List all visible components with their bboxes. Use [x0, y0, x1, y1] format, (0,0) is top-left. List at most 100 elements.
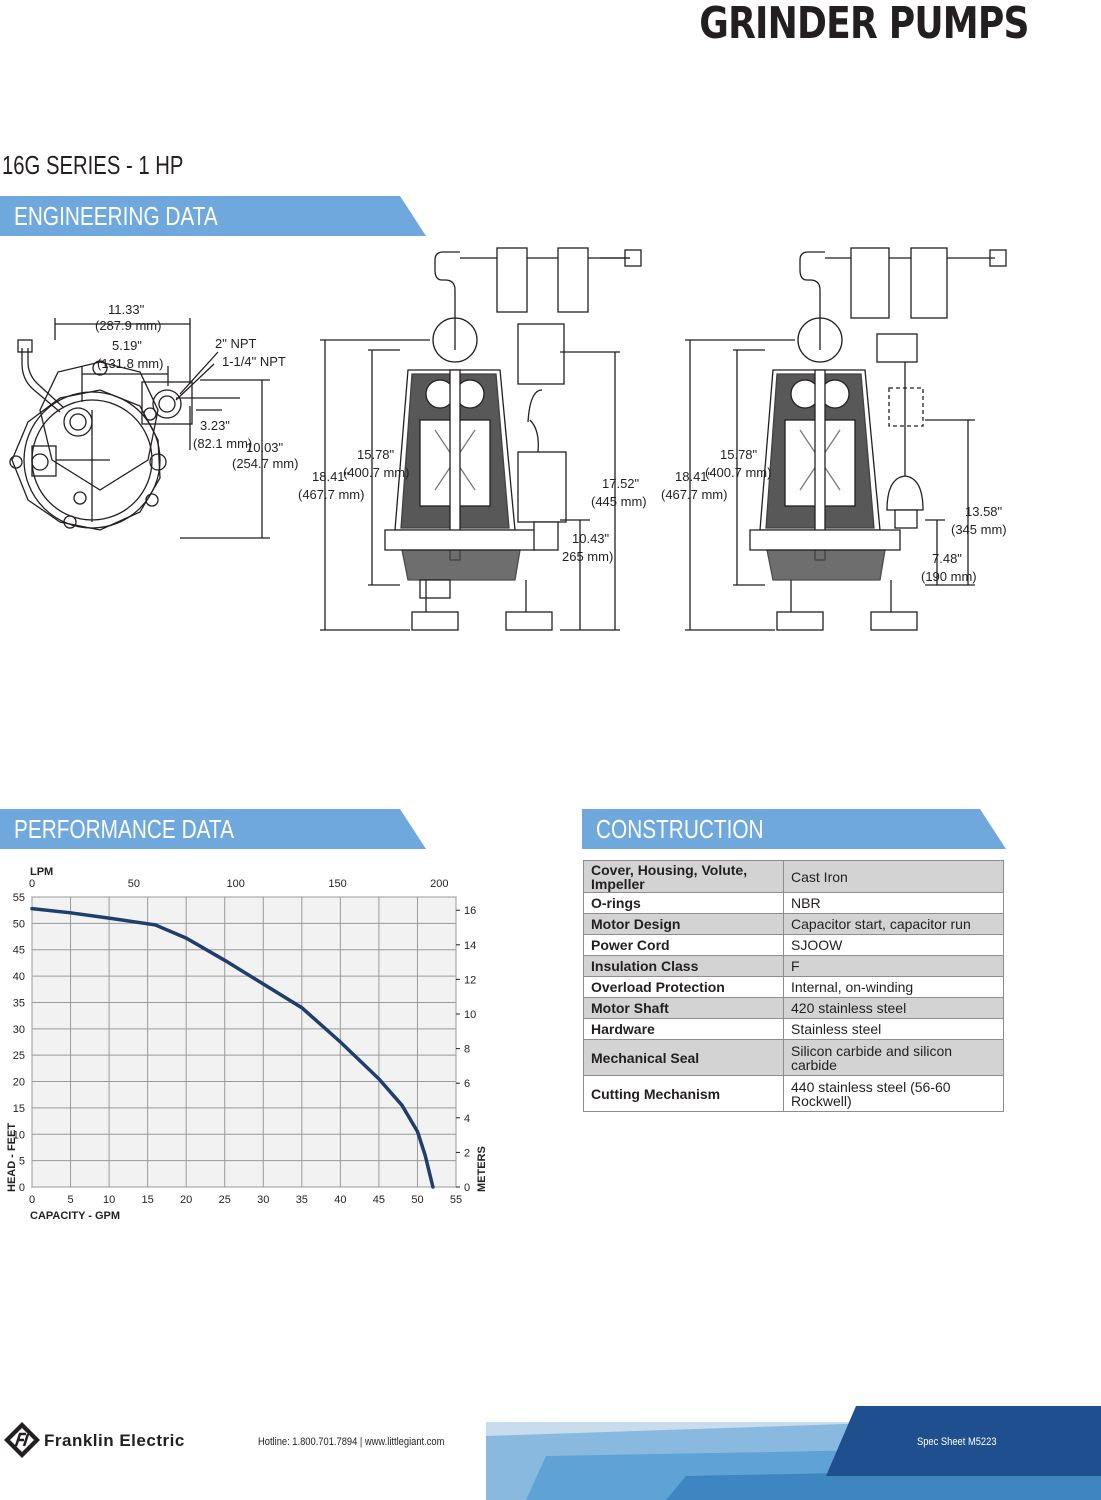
y-tick-label: 35 — [13, 997, 25, 1009]
y-tick-label: 55 — [13, 892, 25, 904]
side1-body-height-mm: (400.7 mm) — [343, 465, 409, 480]
x2-axis-title: LPM — [30, 866, 53, 878]
banner-shape — [0, 196, 426, 236]
top-overall-width-mm: (287.9 mm) — [95, 318, 161, 333]
side1-switch-height-mm: (445 mm) — [591, 494, 647, 509]
y2-tick-label: 0 — [464, 1182, 470, 1194]
side1-overall-height: 18.41" — [312, 469, 350, 484]
x-tick-label: 45 — [373, 1194, 385, 1206]
engineering-data-title: ENGINEERING DATA — [14, 201, 218, 231]
construction-key: Hardware — [583, 1018, 784, 1040]
construction-key: Cover, Housing, Volute, Impeller — [583, 860, 784, 893]
y-tick-label: 50 — [13, 918, 25, 930]
side2-float-low-mm: (190 mm) — [921, 569, 977, 584]
side2-overall-height-mm: (467.7 mm) — [661, 487, 727, 502]
y2-tick-label: 14 — [464, 940, 476, 952]
banner-shape — [582, 809, 1006, 849]
x2-tick-label: 0 — [29, 878, 35, 890]
side1-body-height: 15.78" — [357, 447, 395, 462]
banner-shape — [0, 809, 426, 849]
construction-value: F — [783, 955, 1004, 977]
x-axis-title: CAPACITY - GPM — [30, 1210, 120, 1222]
construction-value: 440 stainless steel (56-60 Rockwell) — [783, 1075, 1004, 1112]
top-depth: 10.03" — [246, 440, 284, 455]
construction-key: Power Cord — [583, 934, 784, 956]
x-tick-label: 40 — [334, 1194, 346, 1206]
construction-value: NBR — [783, 892, 1004, 914]
construction-key: Overload Protection — [583, 976, 784, 998]
side2-float-low: 7.48" — [932, 551, 962, 566]
x2-tick-label: 50 — [128, 878, 140, 890]
side2-body-height: 15.78" — [720, 447, 758, 462]
y-tick-label: 30 — [13, 1024, 25, 1036]
y2-tick-label: 2 — [464, 1147, 470, 1159]
x-tick-label: 5 — [67, 1194, 73, 1206]
side-view-1-drawing: 15.78" (400.7 mm) 18.41" (467.7 mm) 17.5… — [298, 247, 647, 631]
construction-key: Motor Shaft — [583, 997, 784, 1019]
top-inner-width-mm: (131.8 mm) — [97, 356, 163, 371]
x-tick-label: 15 — [142, 1194, 154, 1206]
construction-key: Motor Design — [583, 913, 784, 935]
construction-value: 420 stainless steel — [783, 997, 1004, 1019]
top-depth-mm: (254.7 mm) — [232, 456, 298, 471]
x2-tick-label: 100 — [226, 878, 244, 890]
y2-tick-label: 6 — [464, 1078, 470, 1090]
footer-brand: Franklin Electric — [44, 1431, 185, 1450]
construction-value: SJOOW — [783, 934, 1004, 956]
side1-switch-low: 10.43" — [572, 531, 610, 546]
side2-body-height-mm: (400.7 mm) — [705, 465, 771, 480]
y-tick-label: 25 — [13, 1050, 25, 1062]
page-title: GRINDER PUMPS — [699, 0, 1030, 49]
x-tick-label: 55 — [450, 1194, 462, 1206]
side2-float-high-mm: (345 mm) — [951, 522, 1007, 537]
x-tick-label: 20 — [180, 1194, 192, 1206]
y-axis-title: HEAD - FEET — [6, 1123, 18, 1192]
y-tick-label: 45 — [13, 945, 25, 957]
performance-data-title: PERFORMANCE DATA — [14, 814, 234, 844]
y2-tick-label: 16 — [464, 905, 476, 917]
x2-tick-label: 150 — [328, 878, 346, 890]
x-tick-label: 50 — [411, 1194, 423, 1206]
y-tick-label: 20 — [13, 1077, 25, 1089]
y2-tick-label: 10 — [464, 1009, 476, 1021]
construction-banner: CONSTRUCTION — [582, 809, 1006, 849]
construction-value: Internal, on-winding — [783, 976, 1004, 998]
npt-2-label: 2" NPT — [215, 336, 257, 351]
construction-key: Cutting Mechanism — [583, 1075, 784, 1112]
side1-overall-height-mm: (467.7 mm) — [298, 487, 364, 502]
y-tick-label: 15 — [13, 1103, 25, 1115]
side2-overall-height: 18.41" — [675, 469, 713, 484]
side2-float-high: 13.58" — [965, 504, 1003, 519]
spec-sheet-label: Spec Sheet M5223 — [917, 1436, 997, 1448]
construction-value: Cast Iron — [783, 860, 1004, 893]
x-tick-label: 10 — [103, 1194, 115, 1206]
x-tick-label: 0 — [29, 1194, 35, 1206]
top-overall-width: 11.33" — [108, 302, 145, 317]
performance-data-banner: PERFORMANCE DATA — [0, 809, 426, 849]
x-tick-label: 25 — [219, 1194, 231, 1206]
top-offset: 3.23" — [200, 418, 230, 433]
chart-grid — [31, 896, 457, 1188]
performance-curve — [30, 906, 435, 1189]
y-tick-label: 10 — [13, 1129, 25, 1141]
construction-key: O-rings — [583, 892, 784, 914]
top-offset-mm: (82.1 mm) — [193, 436, 252, 451]
construction-title: CONSTRUCTION — [596, 814, 764, 844]
construction-key: Insulation Class — [583, 955, 784, 977]
franklin-electric-logo — [4, 1422, 40, 1458]
engineering-data-banner: ENGINEERING DATA — [0, 196, 426, 236]
top-inner-width: 5.19" — [112, 338, 142, 353]
side1-switch-height: 17.52" — [602, 476, 640, 491]
construction-value: Capacitor start, capacitor run — [783, 913, 1004, 935]
